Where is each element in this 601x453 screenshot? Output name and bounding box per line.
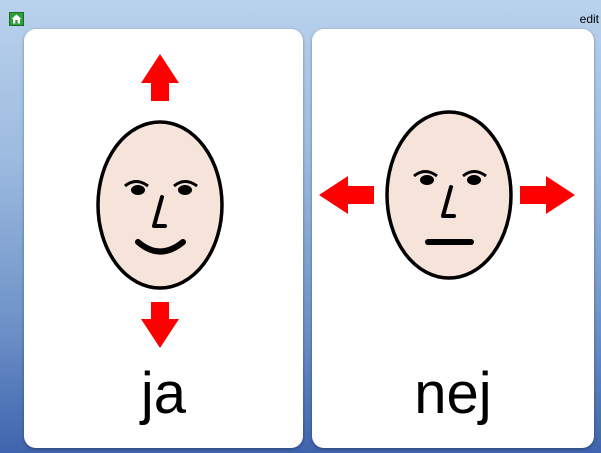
card-label-nej: nej bbox=[414, 361, 492, 426]
card-ja[interactable]: ja bbox=[24, 29, 303, 448]
head-shaking-face-icon bbox=[319, 110, 575, 280]
home-icon bbox=[11, 14, 22, 24]
edit-button[interactable]: edit bbox=[579, 12, 599, 26]
nodding-face-icon bbox=[96, 54, 224, 348]
top-bar: edit bbox=[0, 0, 601, 26]
card-label-ja: ja bbox=[140, 361, 187, 426]
card-nej[interactable]: nej bbox=[312, 29, 594, 448]
home-button[interactable] bbox=[9, 12, 24, 26]
